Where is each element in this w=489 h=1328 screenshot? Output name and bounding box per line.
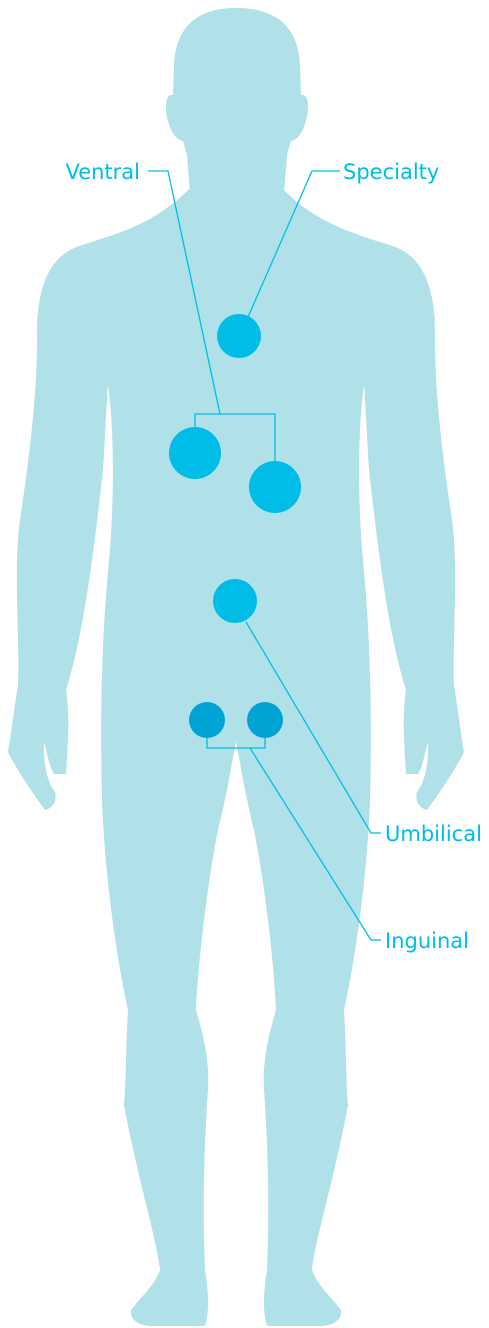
ventral-label: Ventral: [65, 160, 140, 184]
inguinal-marker-left: [189, 702, 225, 738]
specialty-marker: [217, 314, 261, 358]
ventral-marker-left: [169, 427, 221, 479]
umbilical-marker: [213, 579, 257, 623]
inguinal-marker-right: [247, 702, 283, 738]
human-body-silhouette: [8, 8, 464, 1326]
umbilical-label: Umbilical: [385, 822, 482, 846]
ventral-marker-right: [249, 461, 301, 513]
specialty-label: Specialty: [343, 160, 439, 184]
body-shape: [8, 188, 464, 1326]
inguinal-label: Inguinal: [385, 929, 469, 953]
head-shape: [166, 8, 308, 193]
